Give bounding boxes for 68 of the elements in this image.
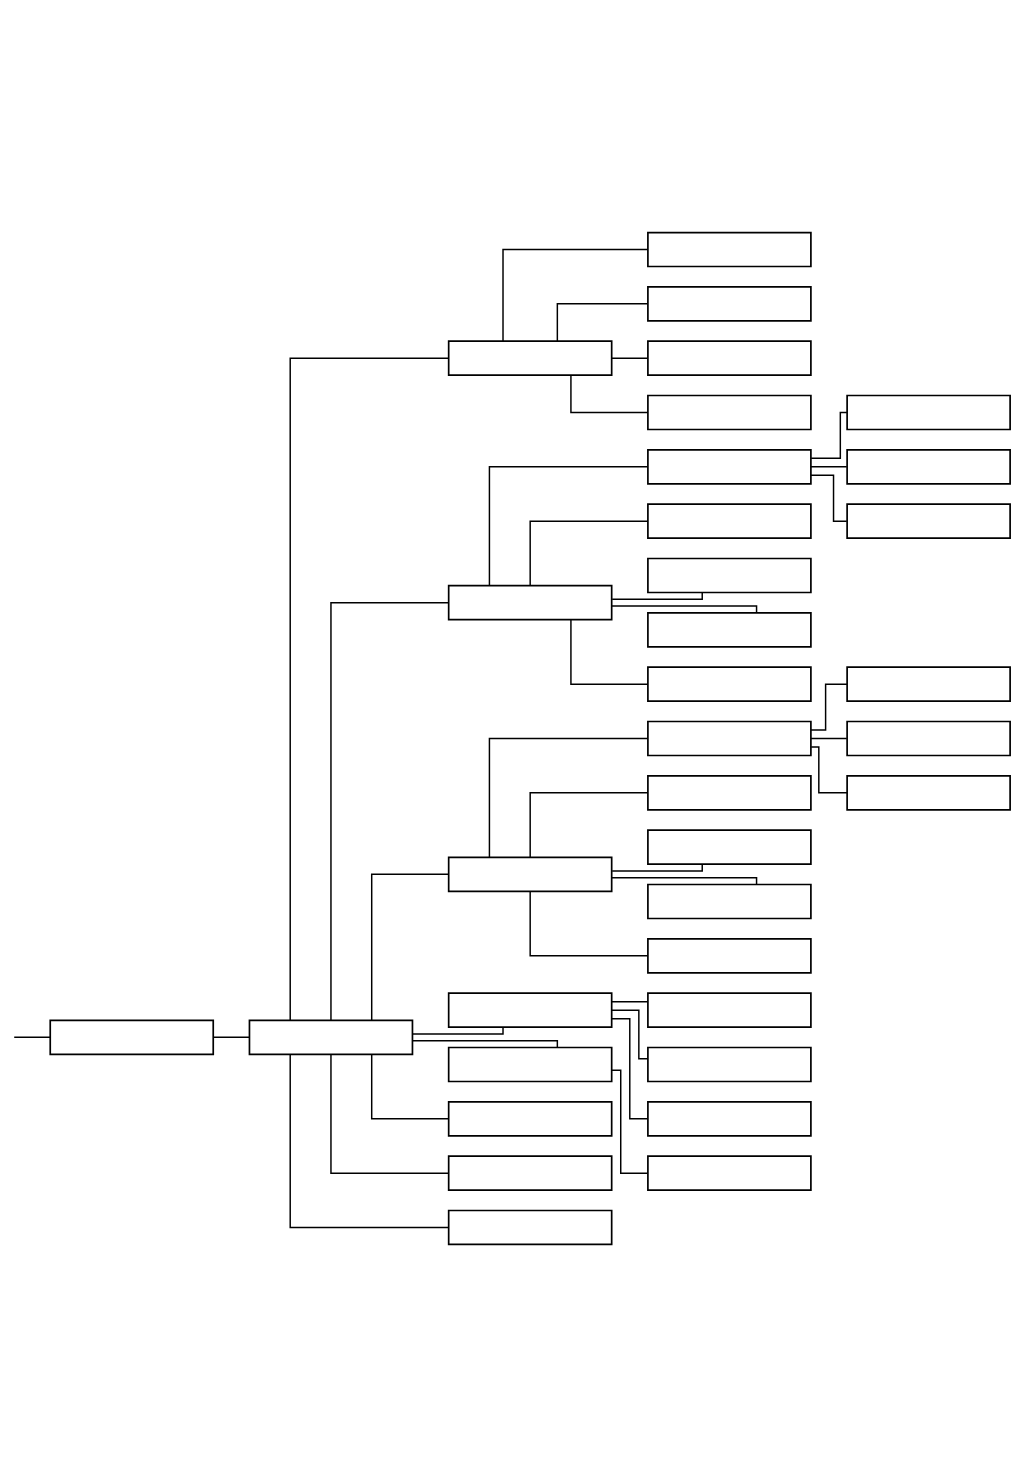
connector	[529, 890, 649, 957]
node-box	[647, 937, 812, 974]
node-box	[647, 339, 812, 376]
connector	[289, 356, 450, 1021]
connector	[330, 1053, 450, 1174]
node-box	[647, 720, 812, 756]
connector	[411, 1039, 559, 1048]
connector	[611, 604, 758, 613]
node-box	[447, 339, 613, 376]
node-box	[647, 1154, 812, 1191]
connector	[810, 474, 848, 522]
node-box	[647, 231, 812, 267]
connector	[488, 737, 649, 858]
node-box	[647, 285, 812, 322]
node-box	[846, 502, 1011, 539]
connector	[611, 1000, 649, 1002]
node-box	[447, 1046, 613, 1082]
connector	[13, 1036, 51, 1038]
connector	[289, 1053, 450, 1228]
connector	[529, 519, 649, 586]
node-box	[447, 856, 613, 892]
node-box	[647, 1046, 812, 1082]
node-box	[846, 774, 1011, 811]
node-box	[447, 1154, 613, 1191]
connector	[488, 465, 649, 586]
node-box	[647, 665, 812, 702]
connector	[611, 356, 649, 359]
connector	[330, 601, 450, 1021]
connector	[570, 374, 649, 413]
connector	[810, 682, 848, 731]
node-box	[647, 557, 812, 593]
connector	[570, 618, 649, 685]
node-box	[647, 828, 812, 865]
node-box	[447, 584, 613, 620]
connector	[370, 873, 450, 1021]
node-box	[49, 1019, 215, 1055]
node-box	[647, 448, 812, 485]
connector	[502, 248, 649, 342]
node-box	[647, 774, 812, 811]
connector	[212, 1036, 250, 1038]
connector	[611, 1008, 649, 1060]
node-box	[248, 1019, 414, 1055]
connector	[556, 302, 649, 342]
node-box	[647, 1100, 812, 1137]
connector	[611, 591, 703, 600]
connector	[529, 791, 649, 858]
connector	[412, 1026, 504, 1035]
node-box	[846, 448, 1011, 485]
node-box	[447, 991, 613, 1028]
node-box	[846, 665, 1011, 702]
connector	[611, 876, 758, 885]
node-box	[647, 611, 812, 648]
node-box	[647, 394, 812, 430]
connector	[611, 863, 703, 872]
node-box	[846, 720, 1011, 756]
connector	[810, 737, 848, 739]
connector	[611, 1017, 649, 1120]
node-box	[447, 1209, 613, 1245]
connector	[370, 1053, 450, 1120]
node-box	[647, 883, 812, 919]
node-box	[447, 1100, 613, 1137]
node-box	[846, 394, 1011, 430]
node-box	[647, 991, 812, 1028]
connector	[810, 745, 848, 794]
connector	[810, 411, 848, 459]
connector	[810, 465, 848, 468]
connector	[611, 1068, 649, 1174]
node-box	[647, 502, 812, 539]
